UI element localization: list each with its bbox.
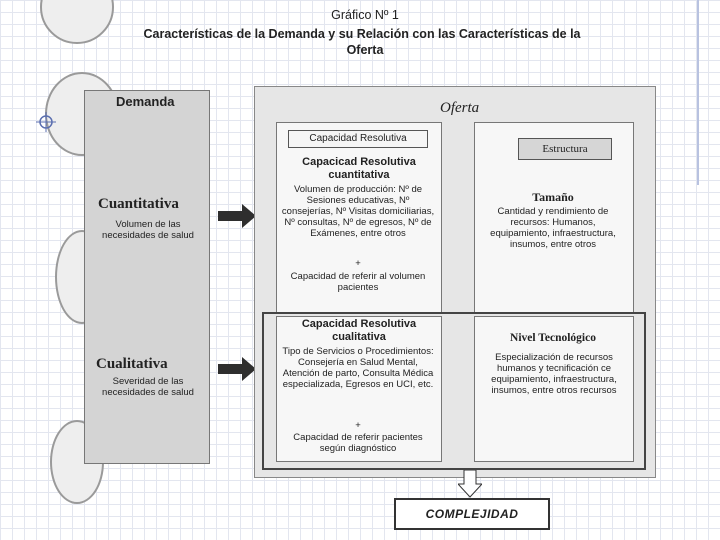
cuantitativa-title: Cuantitativa: [98, 196, 179, 212]
arrow-cuantitativa: [218, 204, 256, 228]
cr-cualitativa-body: Tipo de Servicios o Procedimientos: Cons…: [282, 346, 434, 390]
nivel-tecnologico-box: [474, 316, 634, 462]
arrow-cualitativa: [218, 357, 256, 381]
nivel-tecnologico-title: Nivel Tecnológico: [510, 332, 596, 344]
demanda-panel: [84, 90, 210, 464]
crosshair-mark: [36, 112, 56, 132]
cuantitativa-desc: Volumen de las necesidades de salud: [102, 219, 194, 241]
complejidad-region: [262, 312, 646, 470]
cr-cuantitativa-title: Capacicad Resolutiva cuantitativa: [302, 156, 416, 181]
capacidad-cuantitativa-box: [276, 122, 442, 314]
cr-cualitativa-plus: +: [355, 420, 361, 431]
complejidad-box: COMPLEJIDAD: [394, 498, 550, 530]
figure-number: Gráfico Nº 1: [331, 8, 399, 22]
cr-cuantitativa-plus: +: [355, 258, 361, 269]
figure-title-line2: Oferta: [346, 43, 384, 57]
cr-cualitativa-extra: Capacidad de referir pacientes según dia…: [293, 432, 423, 454]
figure-title-line1: Características de la Demanda y su Relac…: [143, 27, 581, 41]
cr-cuantitativa-body: Volumen de producción: Nº de Sesiones ed…: [281, 184, 435, 239]
cr-cuantitativa-extra: Capacidad de referir al volumen paciente…: [290, 271, 426, 293]
oferta-label: Oferta: [440, 100, 480, 116]
demanda-label: Demanda: [116, 94, 175, 109]
capacidad-resolutiva-tab: Capacidad Resolutiva: [288, 130, 428, 148]
capacidad-cualitativa-box: [276, 316, 442, 462]
nivel-tecnologico-body: Especialización de recursos humanos y te…: [491, 352, 617, 396]
tamano-body: Cantidad y rendimiento de recursos: Huma…: [490, 206, 616, 250]
guide-line-right: [697, 0, 699, 185]
arrow-complejidad: [458, 470, 482, 498]
cr-cualitativa-title: Capacidad Resolutiva cualitativa: [301, 318, 417, 343]
estructura-tab: Estructura: [518, 138, 612, 160]
cualitativa-desc: Severidad de las necesidades de salud: [102, 376, 194, 398]
cualitativa-title: Cualitativa: [96, 356, 168, 372]
tamano-title: Tamaño: [532, 190, 574, 204]
